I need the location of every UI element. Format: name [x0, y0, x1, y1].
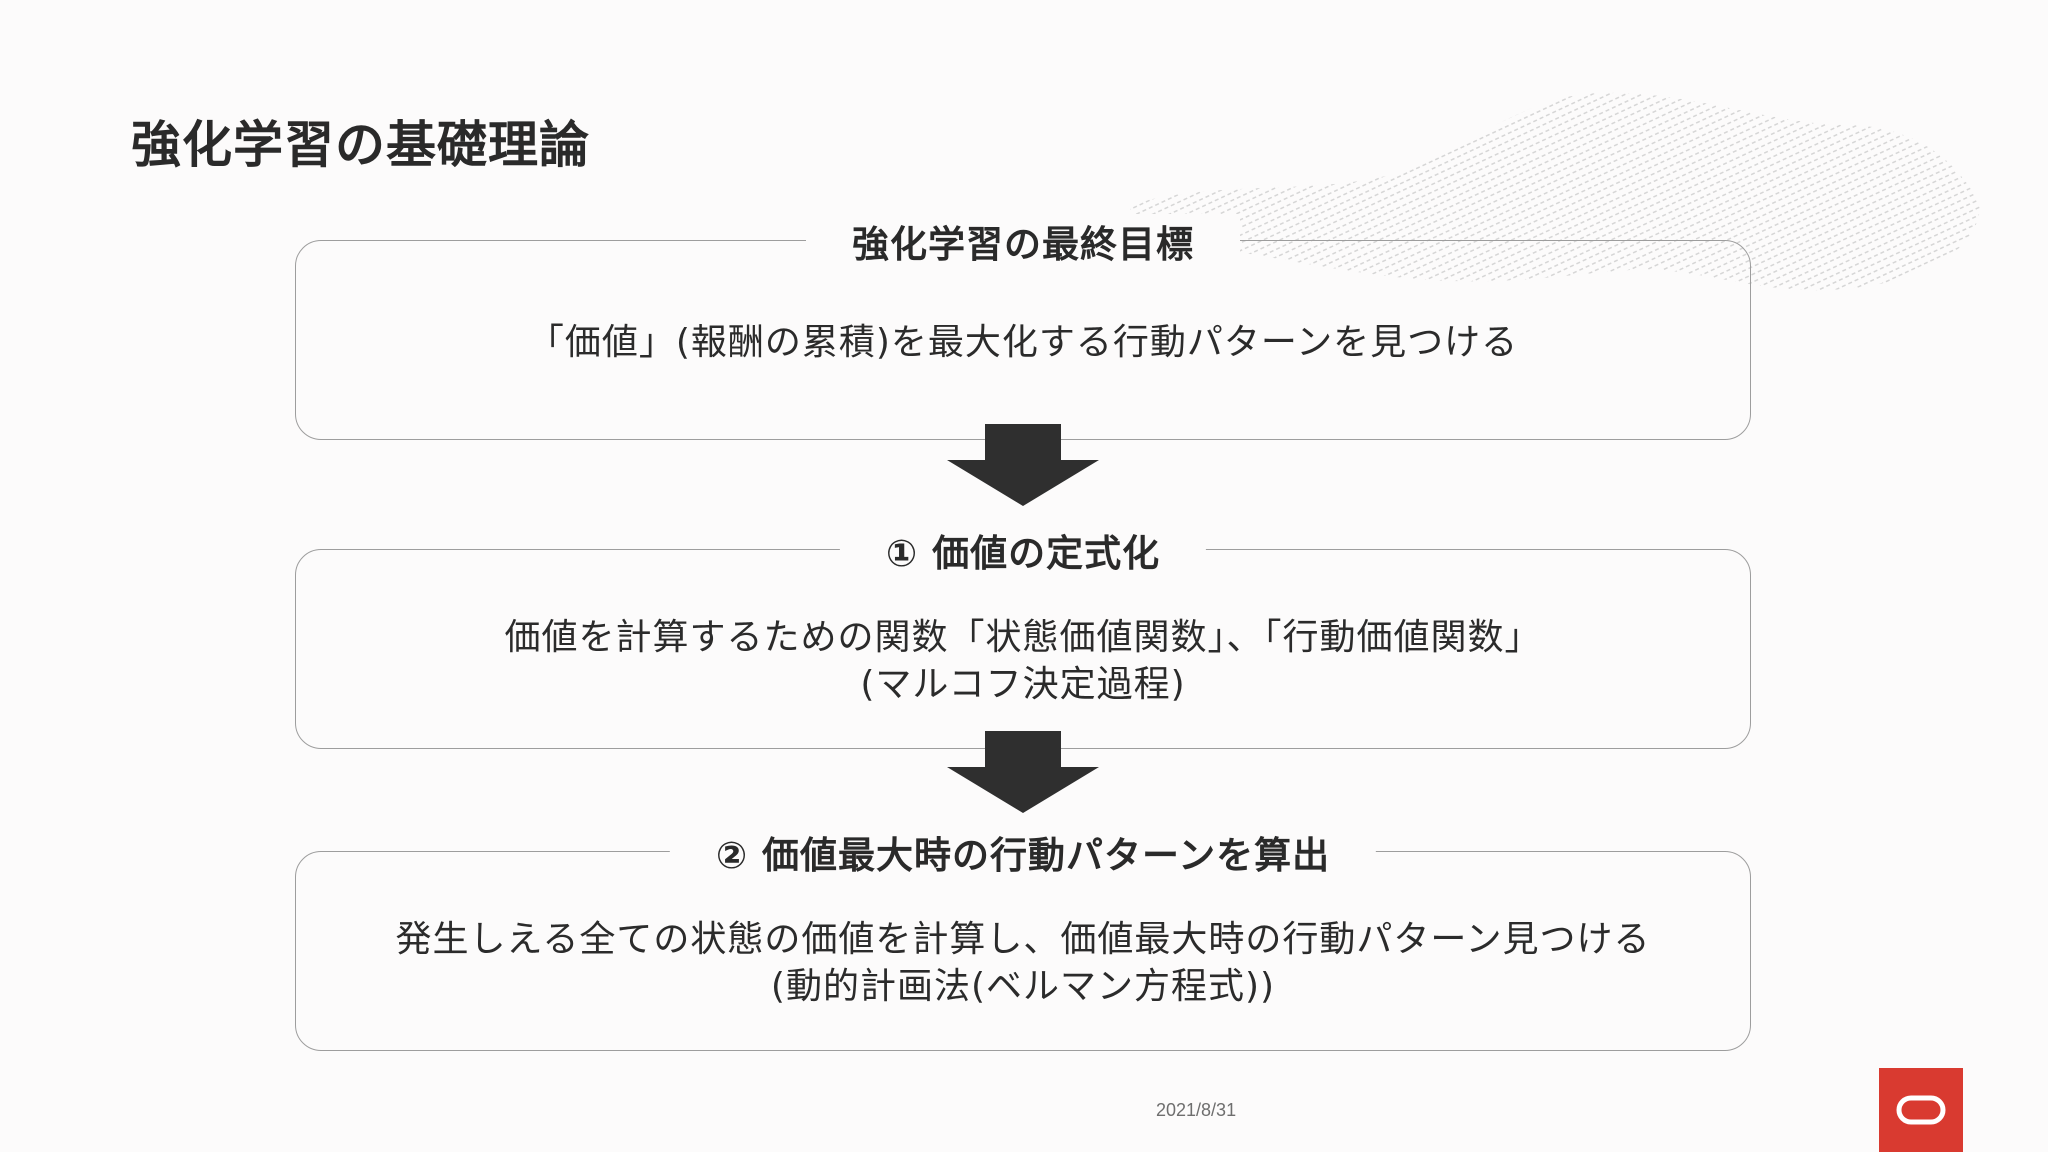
goal-box: 強化学習の最終目標 「価値」(報酬の累積)を最大化する行動パターンを見つける — [295, 214, 1751, 440]
arrow-down-icon — [947, 424, 1099, 506]
optimal-policy-line-1: 発生しえる全ての状態の価値を計算し、価値最大時の行動パターン見つける — [395, 919, 1651, 960]
value-formulation-line-2: (マルコフ決定過程) — [860, 664, 1186, 705]
oracle-logo-shape — [1896, 1095, 1946, 1125]
oracle-logo-icon — [1879, 1068, 1963, 1152]
optimal-policy-box: ② 価値最大時の行動パターンを算出 発生しえる全ての状態の価値を計算し、価値最大… — [295, 825, 1751, 1051]
goal-line: 「価値」(報酬の累積)を最大化する行動パターンを見つける — [527, 321, 1519, 363]
optimal-policy-heading: ② 価値最大時の行動パターンを算出 — [669, 825, 1377, 879]
slide-title: 強化学習の基礎理論 — [131, 116, 590, 174]
slide-date: 2021/8/31 — [1156, 1100, 1237, 1120]
value-formulation-body: 価値を計算するための関数「状態価値関数」、「行動価値関数」 (マルコフ決定過程) — [296, 594, 1750, 728]
optimal-policy-body: 発生しえる全ての状態の価値を計算し、価値最大時の行動パターン見つける (動的計画… — [296, 896, 1750, 1030]
arrow-down-icon — [947, 731, 1099, 813]
goal-heading: 強化学習の最終目標 — [806, 214, 1240, 268]
optimal-policy-line-2: (動的計画法(ベルマン方程式)) — [770, 966, 1276, 1007]
value-formulation-line-1: 価値を計算するための関数「状態価値関数」、「行動価値関数」 — [504, 617, 1542, 658]
value-formulation-box: ① 価値の定式化 価値を計算するための関数「状態価値関数」、「行動価値関数」 (… — [295, 523, 1751, 749]
value-formulation-heading: ① 価値の定式化 — [839, 523, 1207, 577]
goal-body: 「価値」(報酬の累積)を最大化する行動パターンを見つける — [296, 281, 1750, 403]
